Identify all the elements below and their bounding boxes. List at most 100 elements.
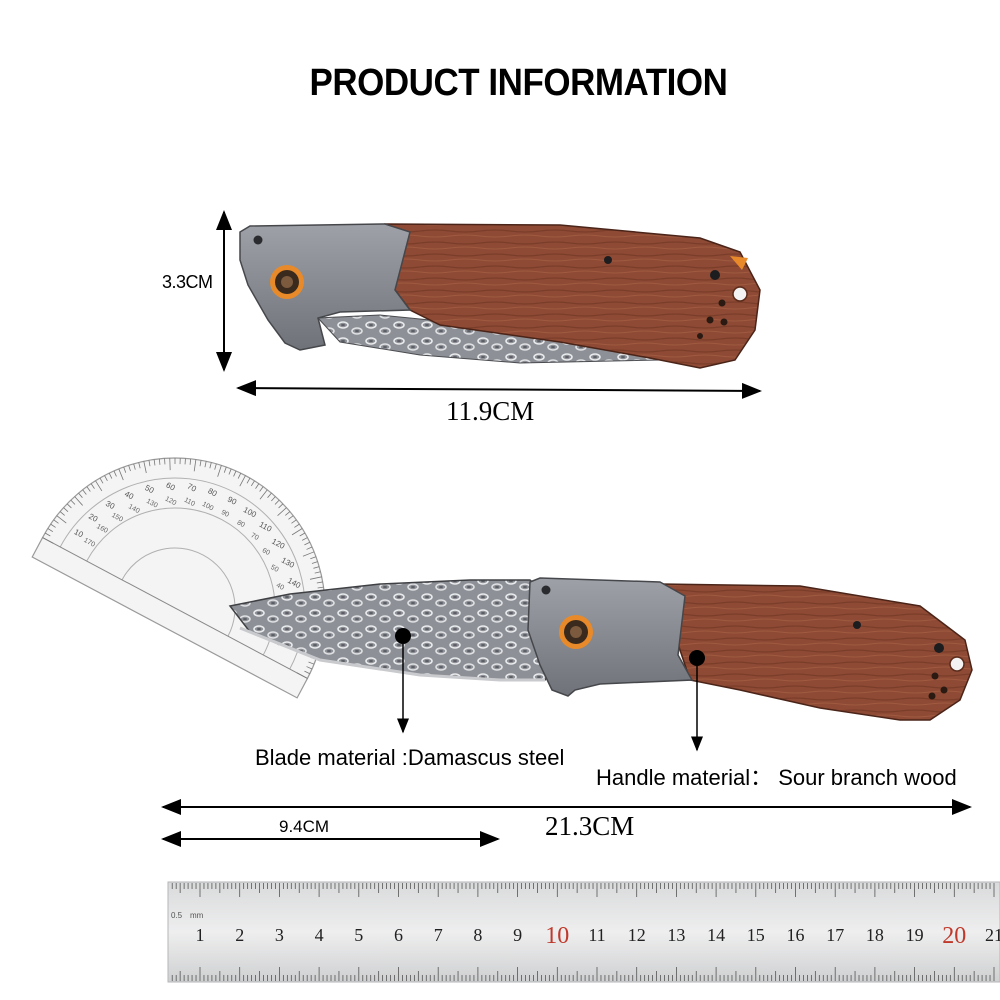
- protractor-tick: [255, 483, 260, 489]
- ruler-number: 13: [667, 925, 685, 945]
- protractor-tick: [82, 489, 87, 495]
- protractor-tick: [299, 532, 306, 537]
- ruler-unit-small: 0.5: [171, 911, 183, 920]
- protractor-tick: [291, 519, 297, 524]
- protractor-tick: [223, 466, 227, 473]
- protractor-tick: [313, 566, 320, 569]
- handle-material-label: Handle material： Sour branch wood: [596, 765, 957, 790]
- protractor-tick: [209, 462, 212, 469]
- protractor-tick: [199, 460, 202, 467]
- ruler-number: 1: [196, 925, 205, 945]
- protractor-tick: [143, 461, 147, 474]
- protractor-tick: [184, 458, 186, 465]
- ruler-number: 8: [473, 925, 482, 945]
- closed-length-label: 11.9CM: [446, 396, 535, 426]
- protractor-tick: [118, 468, 124, 481]
- protractor-tick: [217, 465, 222, 477]
- protractor-tick: [193, 459, 197, 472]
- protractor-tick: [174, 458, 176, 464]
- protractor-tick: [59, 511, 65, 516]
- protractor-tick: [288, 515, 294, 520]
- open-knife-image: [228, 577, 973, 721]
- protractor-tick: [164, 458, 166, 465]
- protractor-tick: [78, 492, 83, 498]
- ruler-number: 19: [906, 925, 924, 945]
- protractor-tick: [214, 463, 217, 470]
- ruler-number: 11: [588, 925, 605, 945]
- protractor-tick: [90, 483, 95, 489]
- protractor-tick: [310, 556, 317, 560]
- protractor-tick: [53, 519, 59, 524]
- ruler-number: 7: [434, 925, 443, 945]
- protractor-image: 1020304050607080901001101201301401501601…: [31, 457, 326, 699]
- protractor-tick: [138, 462, 141, 469]
- protractor-tick: [316, 581, 323, 584]
- ruler-number: 6: [394, 925, 403, 945]
- protractor-tick: [304, 670, 310, 675]
- ruler-number: 15: [747, 925, 765, 945]
- protractor-tick: [259, 486, 264, 492]
- ruler-number: 14: [707, 925, 725, 945]
- total-length-label: 21.3CM: [545, 811, 635, 841]
- ruler-number: 20: [942, 923, 966, 949]
- page-title: PRODUCT INFORMATION: [309, 62, 728, 104]
- protractor-tick: [278, 503, 284, 509]
- protractor-tick: [123, 466, 127, 473]
- ruler-number: 21: [985, 925, 1000, 945]
- protractor-tick: [158, 458, 161, 465]
- protractor-inner-number: 70: [249, 532, 259, 542]
- protractor-tick: [189, 458, 192, 465]
- protractor-tick: [311, 561, 318, 564]
- protractor-tick: [228, 468, 232, 475]
- protractor-tick: [204, 461, 207, 468]
- protractor-tick: [285, 511, 291, 516]
- protractor-inner-number: 170: [82, 537, 96, 549]
- protractor-tick: [169, 458, 171, 471]
- protractor-tick: [271, 496, 276, 502]
- protractor-tick: [56, 515, 67, 524]
- protractor-tick: [239, 475, 246, 487]
- ruler-number: 5: [354, 925, 363, 945]
- protractor-tick: [108, 473, 113, 479]
- protractor-inner-number: 130: [145, 498, 159, 510]
- protractor-tick: [309, 576, 322, 580]
- ruler-number: 18: [866, 925, 884, 945]
- protractor-tick: [274, 499, 280, 505]
- protractor-tick: [63, 507, 69, 512]
- ruler-number: 12: [628, 925, 646, 945]
- ruler-unit: mm: [190, 911, 204, 920]
- protractor-tick: [314, 571, 321, 574]
- protractor-tick: [128, 465, 131, 472]
- ruler-number: 16: [787, 925, 805, 945]
- protractor-inner-number: 40: [275, 582, 285, 592]
- protractor-tick: [267, 492, 272, 498]
- blade-length-label: 9.4CM: [279, 817, 330, 836]
- protractor-tick: [291, 528, 303, 536]
- protractor-tick: [74, 496, 83, 506]
- protractor-tick: [66, 503, 72, 509]
- protractor-tick: [308, 661, 315, 665]
- protractor-tick: [113, 470, 117, 477]
- protractor-tick: [153, 459, 156, 466]
- protractor-tick: [250, 480, 255, 487]
- protractor-tick: [296, 672, 308, 679]
- closed-length-arrow: [236, 380, 762, 399]
- protractor-tick: [44, 532, 51, 537]
- protractor-inner-number: 110: [183, 497, 196, 508]
- protractor-tick: [233, 470, 237, 477]
- protractor-tick: [301, 537, 308, 541]
- protractor-tick: [99, 477, 104, 484]
- protractor-inner-number: 60: [261, 547, 271, 557]
- protractor-tick: [304, 541, 310, 546]
- blade-callout-dot: [395, 628, 411, 644]
- ruler-number: 10: [545, 923, 569, 949]
- protractor-tick: [277, 507, 287, 516]
- protractor-tick: [42, 537, 54, 544]
- protractor-tick: [70, 499, 76, 505]
- protractor-tick: [246, 477, 251, 484]
- protractor-inner-number: 90: [220, 509, 230, 519]
- protractor-inner-number: 80: [236, 519, 246, 529]
- protractor-tick: [104, 475, 108, 482]
